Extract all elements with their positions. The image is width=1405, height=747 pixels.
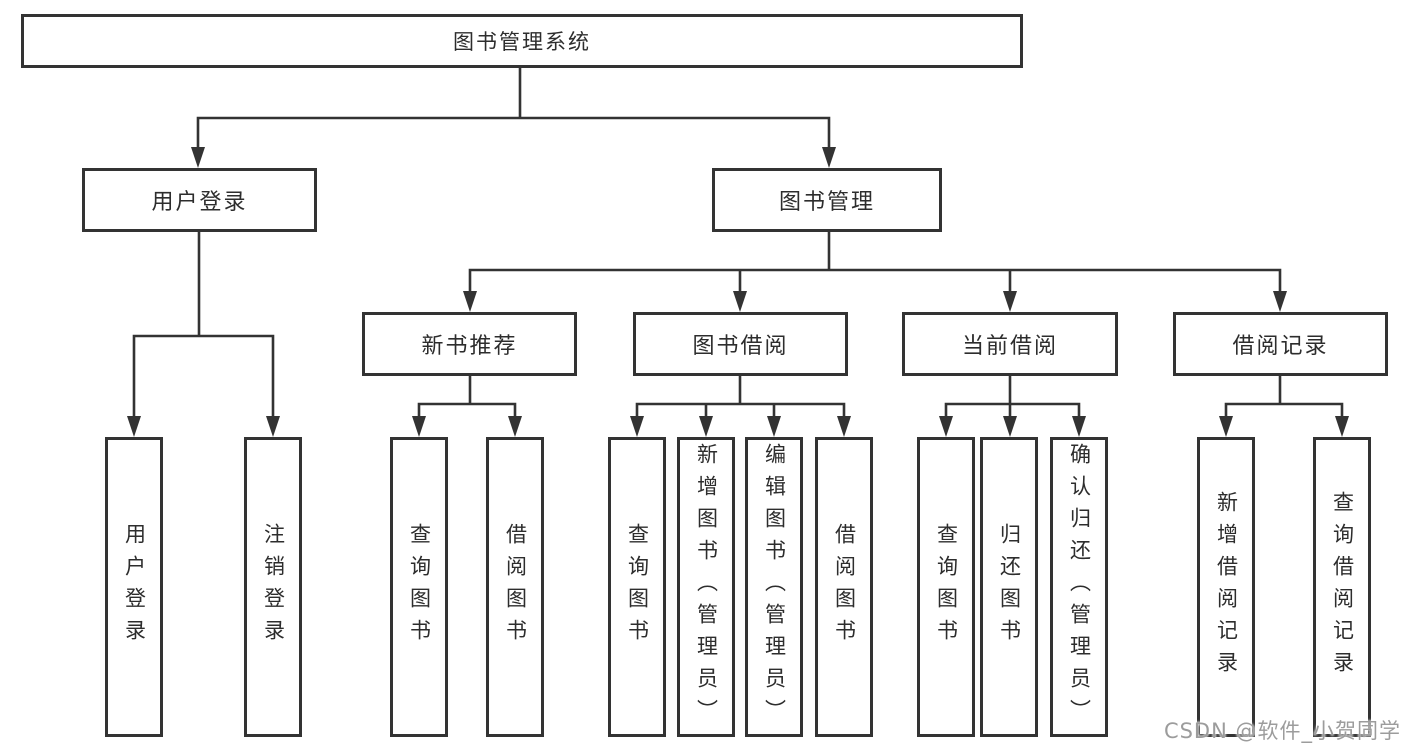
leaf-query-book-1-label: 查询图书 <box>407 523 432 651</box>
arrowhead-icon <box>508 416 522 437</box>
leaf-add-book: 新增图书（管理员） <box>677 437 735 737</box>
node-root-label: 图书管理系统 <box>453 30 591 54</box>
leaf-user-login-label: 用户登录 <box>122 523 147 651</box>
arrowhead-icon <box>939 416 953 437</box>
arrowhead-icon <box>1335 416 1349 437</box>
arrowhead-icon <box>266 416 280 437</box>
leaf-confirm-return-label: 确认归还（管理员） <box>1067 443 1092 731</box>
arrowhead-icon <box>412 416 426 437</box>
leaf-add-book-label: 新增图书（管理员） <box>694 443 719 731</box>
leaf-query-record: 查询借阅记录 <box>1313 437 1371 737</box>
leaf-query-book-2-label: 查询图书 <box>625 523 650 651</box>
leaf-add-record: 新增借阅记录 <box>1197 437 1255 737</box>
leaf-query-record-label: 查询借阅记录 <box>1330 491 1355 683</box>
node-new-book-rec-label: 新书推荐 <box>421 334 518 359</box>
node-book-borrow-label: 图书借阅 <box>692 334 789 359</box>
node-book-mgmt-label: 图书管理 <box>778 190 875 215</box>
arrowhead-icon <box>767 416 781 437</box>
arrowhead-icon <box>1273 291 1287 312</box>
leaf-query-book-1: 查询图书 <box>390 437 448 737</box>
node-root: 图书管理系统 <box>21 14 1023 68</box>
leaf-borrow-book-2-label: 借阅图书 <box>832 523 857 651</box>
leaf-query-book-3-label: 查询图书 <box>934 523 959 651</box>
leaf-add-record-label: 新增借阅记录 <box>1214 491 1239 683</box>
arrowhead-icon <box>1072 416 1086 437</box>
arrowhead-icon <box>733 291 747 312</box>
node-user-login: 用户登录 <box>82 168 317 232</box>
leaf-query-book-3: 查询图书 <box>917 437 975 737</box>
node-book-borrow: 图书借阅 <box>633 312 848 376</box>
arrowhead-icon <box>822 147 836 168</box>
arrowhead-icon <box>837 416 851 437</box>
arrowhead-icon <box>191 147 205 168</box>
leaf-confirm-return: 确认归还（管理员） <box>1050 437 1108 737</box>
leaf-logout: 注销登录 <box>244 437 302 737</box>
arrowhead-icon <box>1003 416 1017 437</box>
leaf-borrow-book-1-label: 借阅图书 <box>503 523 528 651</box>
node-new-book-rec: 新书推荐 <box>362 312 577 376</box>
leaf-edit-book-label: 编辑图书（管理员） <box>762 443 787 731</box>
arrowhead-icon <box>1219 416 1233 437</box>
node-borrow-record-label: 借阅记录 <box>1232 334 1329 359</box>
leaf-edit-book: 编辑图书（管理员） <box>745 437 803 737</box>
arrowhead-icon <box>630 416 644 437</box>
arrowhead-icon <box>1003 291 1017 312</box>
leaf-return-book-label: 归还图书 <box>997 523 1022 651</box>
node-current-borrow: 当前借阅 <box>902 312 1118 376</box>
node-borrow-record: 借阅记录 <box>1173 312 1388 376</box>
csdn-watermark: CSDN @软件_小贺同学 <box>1163 719 1401 743</box>
arrowhead-icon <box>127 416 141 437</box>
leaf-user-login: 用户登录 <box>105 437 163 737</box>
leaf-return-book: 归还图书 <box>980 437 1038 737</box>
leaf-borrow-book-2: 借阅图书 <box>815 437 873 737</box>
leaf-logout-label: 注销登录 <box>261 523 286 651</box>
leaf-query-book-2: 查询图书 <box>608 437 666 737</box>
node-current-borrow-label: 当前借阅 <box>961 334 1058 359</box>
node-book-mgmt: 图书管理 <box>712 168 942 232</box>
arrowhead-icon <box>463 291 477 312</box>
node-user-login-label: 用户登录 <box>151 190 248 215</box>
arrowhead-icon <box>699 416 713 437</box>
leaf-borrow-book-1: 借阅图书 <box>486 437 544 737</box>
